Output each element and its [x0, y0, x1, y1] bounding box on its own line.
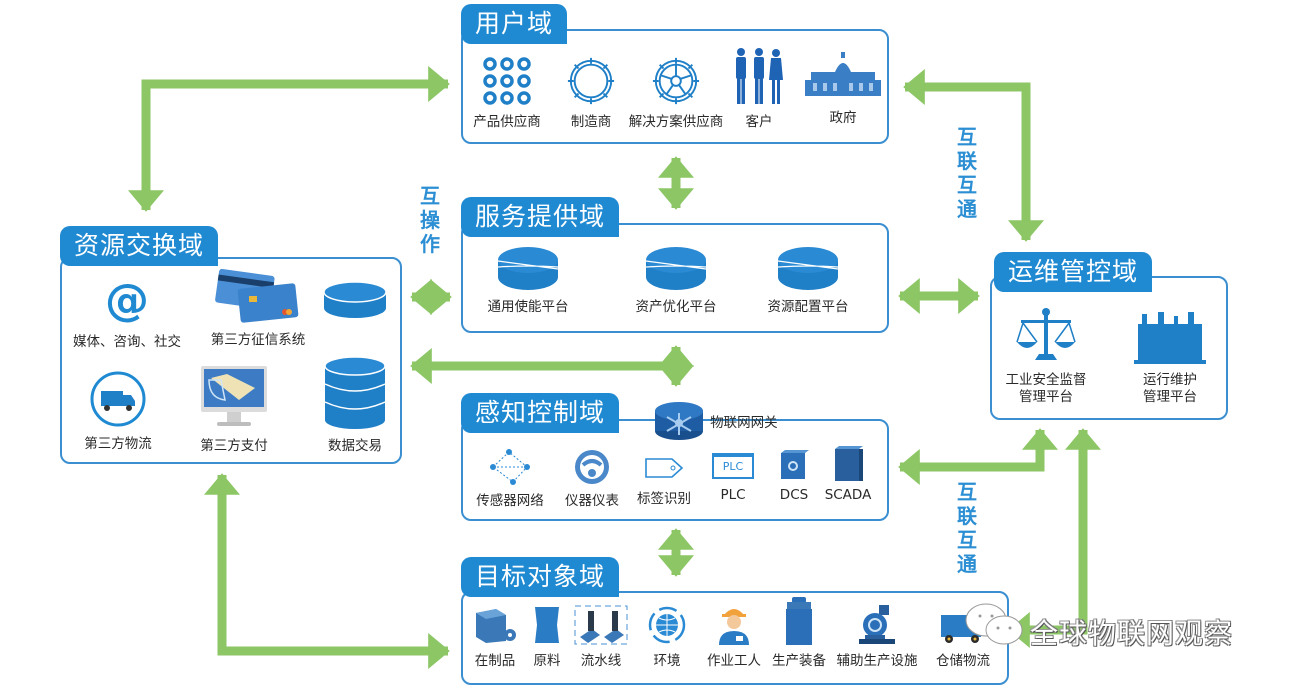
resource-domain-title: 资源交换域 — [60, 226, 219, 266]
interconnect-label-bottom: 互联互通 — [957, 480, 977, 576]
ops-domain-title: 运维管控域 — [994, 252, 1153, 292]
assembly-line-icon — [574, 605, 628, 645]
wip-cube-icon — [476, 609, 516, 643]
ops-item-safety-supervision: 工业安全监督 管理平台 — [996, 306, 1096, 406]
monitor-payment-icon — [201, 366, 267, 426]
at-sign-icon: @ — [105, 275, 149, 326]
sensing-item-tag-id: 标签识别 — [629, 453, 699, 507]
target-item-auxiliary-facility: 辅助生产设施 — [829, 603, 925, 669]
equipment-icon — [786, 597, 812, 645]
service-item-resource-allocation: 资源配置平台 — [753, 245, 863, 315]
interconnect-label-top: 互联互通 — [957, 125, 977, 221]
scada-icon — [835, 446, 863, 481]
iot-gateway: 物联网网关 — [653, 401, 778, 441]
resource-exchange-domain: 资源交换域 @ 媒体、咨询、社交 第三方征信系统 第三方物流 — [60, 224, 405, 464]
ops-control-domain: 运维管控域 工业安全监督 管理平台 运行维护 管理平台 — [990, 250, 1230, 420]
worker-icon — [719, 609, 749, 645]
user-item-solution-supplier: 解决方案供应商 — [621, 56, 731, 130]
target-item-assembly-line: 流水线 — [571, 605, 631, 669]
gauge-icon — [575, 450, 609, 484]
target-item-raw-material: 原料 — [525, 605, 569, 669]
sensor-network-icon — [490, 449, 530, 485]
arrow-resource-target — [204, 473, 450, 669]
material-icon — [535, 607, 559, 643]
ops-item-operation-maintenance: 运行维护 管理平台 — [1120, 306, 1220, 406]
platform-disk-icon — [777, 247, 839, 290]
gateway-label: 物联网网关 — [710, 415, 778, 431]
people-icon — [736, 48, 783, 104]
sensing-item-scada: SCADA — [817, 445, 879, 503]
resource-item-payment: 第三方支付 — [182, 364, 286, 454]
user-domain: 用户域 产品供应商 制造商 解决方案供应 — [461, 4, 889, 144]
truck-icon — [90, 371, 146, 427]
target-item-worker: 作业工人 — [699, 603, 769, 669]
sensing-item-dcs: DCS — [769, 449, 819, 503]
database-stack-icon — [324, 356, 386, 429]
target-domain-title: 目标对象域 — [461, 557, 620, 597]
platform-disk-icon — [645, 247, 707, 290]
resource-item-credit: 第三方征信系统 — [198, 268, 318, 348]
platform-disk-icon — [497, 247, 559, 290]
sensing-item-instrument: 仪器仪表 — [557, 449, 627, 509]
target-object-domain: 目标对象域 在制品 原料 流水线 环境 — [461, 557, 1009, 685]
user-item-customer: 客户 — [729, 46, 789, 130]
arrow-ops-sensing — [898, 428, 1058, 485]
target-item-wip: 在制品 — [465, 605, 525, 669]
resource-item-database — [316, 280, 394, 324]
router-icon — [655, 402, 703, 440]
interop-label: 互操作 — [420, 184, 440, 256]
sensing-control-domain: 感知控制域 物联网网关 传感器网络 仪器仪表 标签识别 PLC — [461, 393, 889, 521]
plc-icon: PLC — [712, 453, 754, 479]
dots-grid-icon — [483, 57, 531, 105]
wechat-icon — [965, 603, 1023, 645]
service-item-asset-optimization: 资产优化平台 — [621, 245, 731, 315]
service-provider-domain: 服务提供域 通用使能平台 资产优化平台 资源配置平台 — [461, 197, 889, 335]
arrow-user-resource — [128, 66, 450, 212]
government-building-icon — [805, 52, 881, 96]
globe-cycle-icon — [648, 606, 686, 644]
gear-icon — [567, 57, 615, 105]
tag-icon — [645, 458, 684, 478]
user-item-product-supplier: 产品供应商 — [465, 56, 549, 130]
watermark-text: 全球物联网观察 — [1030, 617, 1234, 650]
user-domain-title: 用户域 — [461, 4, 568, 44]
database-icon — [323, 281, 387, 318]
target-item-environment: 环境 — [637, 605, 697, 669]
scales-icon — [1016, 308, 1076, 360]
sensing-domain-title: 感知控制域 — [461, 393, 620, 433]
resource-item-logistics: 第三方物流 — [66, 370, 170, 452]
resource-item-media: @ 媒体、咨询、社交 — [60, 275, 194, 351]
target-item-production-equipment: 生产装备 — [763, 597, 835, 669]
service-item-enablement: 通用使能平台 — [473, 245, 583, 315]
user-item-manufacturer: 制造商 — [556, 56, 626, 130]
resource-item-data-trading: 数据交易 — [316, 356, 394, 454]
pump-icon — [859, 605, 895, 644]
sensing-item-plc: PLC PLC — [705, 453, 761, 503]
dcs-icon — [781, 450, 809, 479]
service-domain-title: 服务提供域 — [461, 197, 620, 237]
sensing-item-sensor-network: 传感器网络 — [467, 449, 553, 509]
user-item-government: 政府 — [801, 50, 885, 126]
credit-card-icon — [215, 268, 299, 323]
battery-icon — [1134, 312, 1206, 364]
gear-spoke-icon — [652, 57, 700, 105]
